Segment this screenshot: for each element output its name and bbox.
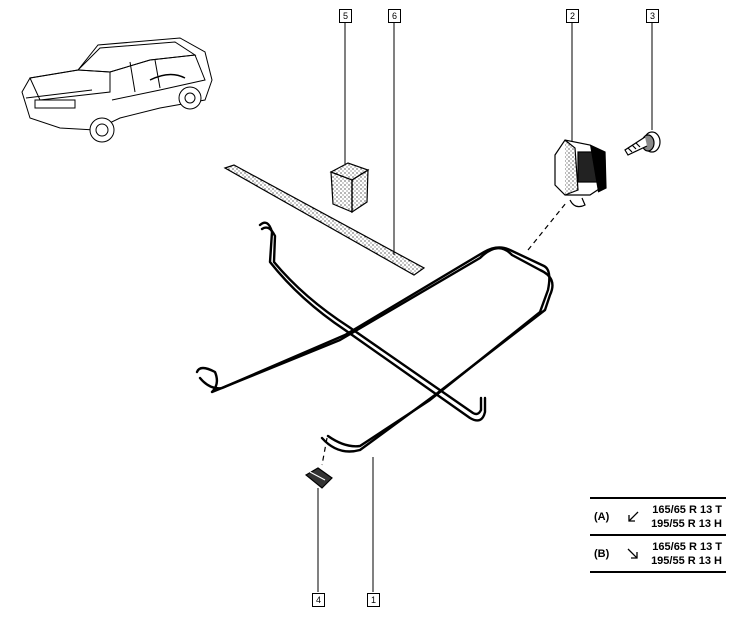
bolt: [624, 131, 661, 156]
callout-5: 5: [339, 9, 352, 23]
seal-strip: [223, 164, 426, 276]
tyre-size: 165/65 R 13 T: [652, 503, 722, 516]
tyre-size: 195/55 R 13 H: [651, 554, 722, 567]
variant-row-b: (B) 165/65 R 13 T 195/55 R 13 H: [590, 536, 726, 573]
callout-1: 1: [367, 593, 380, 607]
tyre-size-table: (A) 165/65 R 13 T 195/55 R 13 H (B) 165/…: [590, 497, 726, 573]
variant-letter: (A): [594, 510, 610, 523]
arrow-down-left-icon: [628, 511, 639, 522]
lock-mechanism: [554, 139, 607, 208]
callout-6: 6: [388, 9, 401, 23]
leader-lines: [317, 22, 653, 592]
variant-sizes: 165/65 R 13 T 195/55 R 13 H: [642, 540, 726, 568]
clip: [304, 467, 333, 489]
wire-frame: [195, 221, 554, 453]
tyre-size: 165/65 R 13 T: [652, 540, 722, 553]
foam-block: [329, 162, 370, 214]
arrow-down-right-icon: [627, 548, 638, 559]
callout-4: 4: [312, 593, 325, 607]
assembly-lines: [321, 202, 567, 466]
variant-letter: (B): [594, 547, 610, 560]
car-illustration: [21, 37, 213, 143]
callout-2: 2: [566, 9, 579, 23]
tyre-size: 195/55 R 13 H: [651, 517, 722, 530]
variant-row-a: (A) 165/65 R 13 T 195/55 R 13 H: [590, 499, 726, 536]
variant-sizes: 165/65 R 13 T 195/55 R 13 H: [642, 503, 726, 531]
callout-3: 3: [646, 9, 659, 23]
